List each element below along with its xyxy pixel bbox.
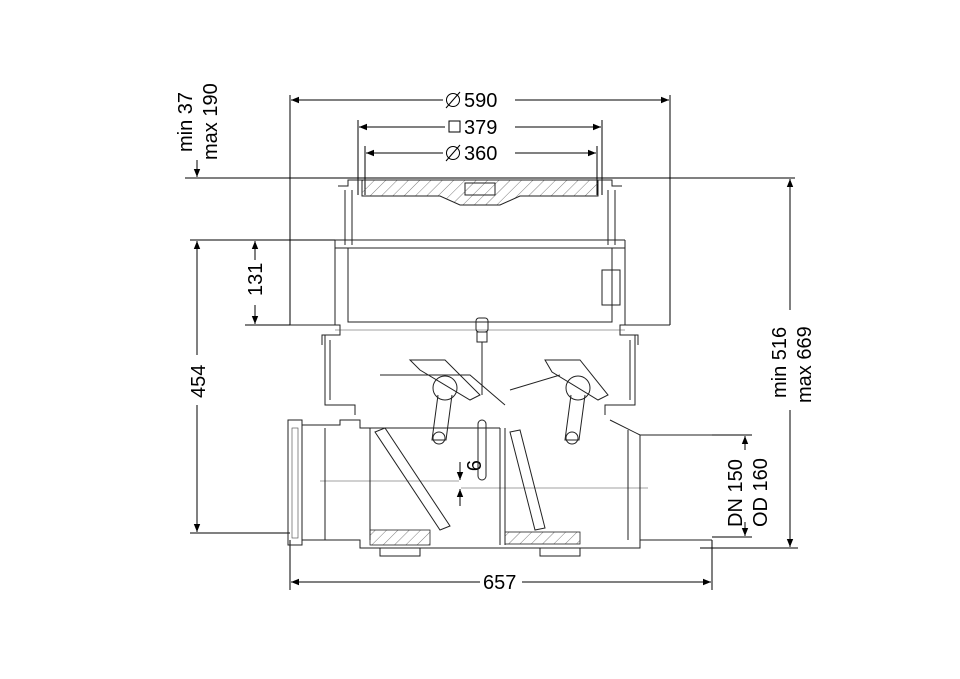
min-37-label: min 37 (175, 92, 197, 152)
dim-131-label: 131 (245, 263, 267, 296)
dim-590-label: 590 (464, 90, 497, 112)
dimension-131: 131 (190, 239, 335, 326)
diameter-icon (445, 144, 461, 162)
od-160-label: OD 160 (750, 458, 772, 527)
square-icon (448, 120, 461, 133)
dimension-360: 360 (364, 143, 598, 195)
dimension-9: 9 (320, 460, 648, 506)
dimension-total-height: min 516 max 669 (700, 179, 816, 549)
cover-hatched (361, 179, 599, 206)
max-669-label: max 669 (794, 326, 816, 403)
dimension-top-adjust: min 37 max 190 (175, 83, 795, 179)
dimension-379: 379 (357, 117, 603, 195)
dimension-454: 454 (188, 241, 290, 534)
min-516-label: min 516 (769, 327, 791, 398)
dim-360-label: 360 (464, 143, 497, 165)
backwater-valve-drawing (287, 179, 712, 557)
dimension-590: 590 (289, 90, 671, 325)
dim-657-label: 657 (483, 572, 516, 594)
dimension-pipe: DN 150 OD 160 (712, 434, 772, 538)
dimension-657: 657 (289, 540, 713, 594)
dn-150-label: DN 150 (725, 459, 747, 527)
max-190-label: max 190 (200, 83, 222, 160)
dim-454-label: 454 (188, 365, 210, 398)
dim-379-label: 379 (464, 117, 497, 139)
dim-9-label: 9 (462, 460, 484, 471)
diameter-icon (445, 91, 461, 109)
